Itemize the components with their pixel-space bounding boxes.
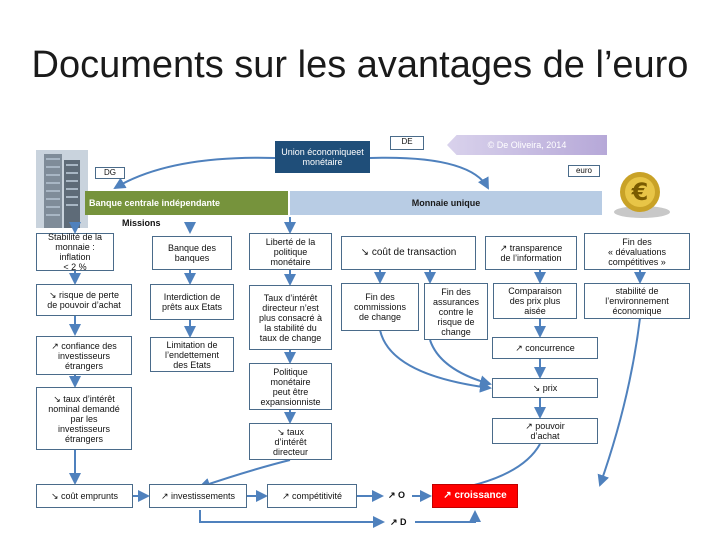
- box-growth: ↗ croissance: [432, 484, 518, 508]
- single-currency-bar: Monnaie unique: [290, 191, 602, 215]
- box-competition: ↗ concurrence: [492, 337, 598, 359]
- building-image: [36, 150, 88, 228]
- svg-text:€: €: [631, 178, 649, 206]
- label-demand: ↗ D: [390, 517, 407, 527]
- box-borrowing-cost: ↘ coût emprunts: [36, 484, 133, 508]
- copyright-banner: © De Oliveira, 2014: [447, 135, 607, 155]
- box-prices: ↘ prix: [492, 378, 598, 398]
- label-supply: ↗ O: [388, 490, 406, 500]
- euro-tag: euro: [568, 165, 600, 177]
- euro-symbol-image: €: [614, 172, 670, 218]
- uem-box: Union économiqueet monétaire: [275, 141, 370, 173]
- dg-tag: DG: [95, 167, 125, 179]
- central-bank-bar: Banque centrale indépendante: [85, 191, 288, 215]
- de-tag: DE: [390, 136, 424, 150]
- box-transaction-cost: ↘ coût de transaction: [341, 236, 476, 270]
- page-title: Documents sur les avantages de l’euro: [31, 44, 689, 86]
- missions-label: Missions: [122, 218, 161, 228]
- box-competitiveness: ↗ compétitivité: [267, 484, 357, 508]
- box-investments: ↗ investissements: [149, 484, 247, 508]
